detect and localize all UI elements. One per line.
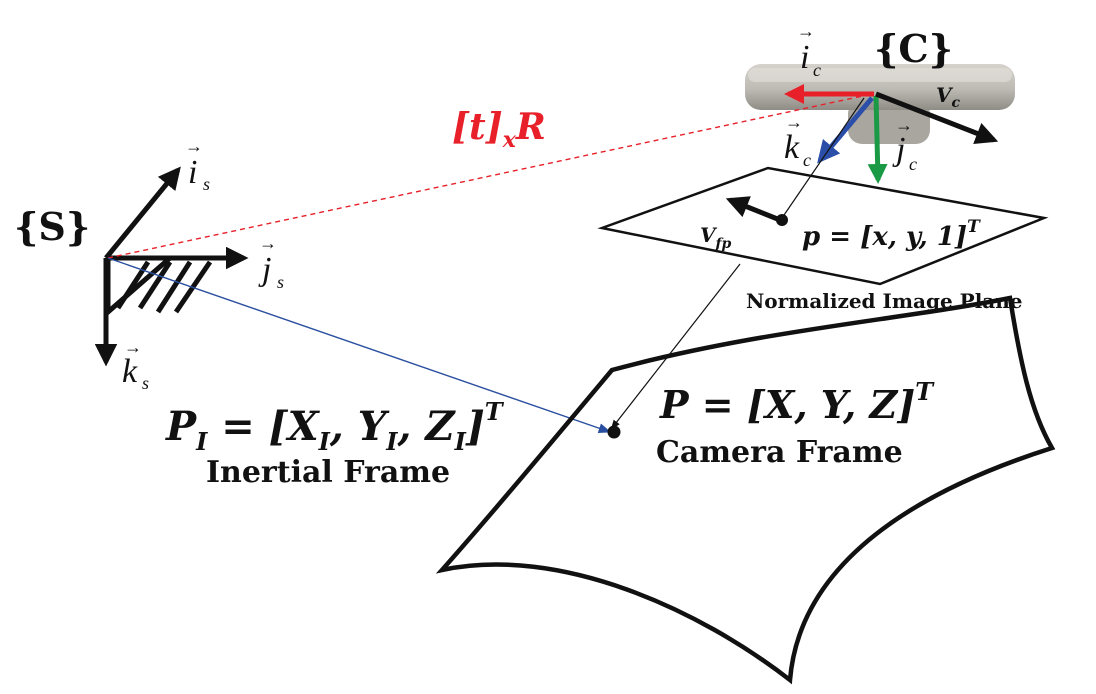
- svg-text:→: →: [785, 112, 803, 132]
- image-point-p: [776, 214, 788, 226]
- hatch-line: [155, 260, 193, 314]
- inertial-frame-axes: [94, 166, 249, 367]
- projection-ray-upper: [781, 97, 865, 219]
- camera-frame-caption: Camera Frame: [656, 435, 903, 470]
- transform-dashed-line: [107, 93, 873, 259]
- velocity-vc-arrow: [875, 91, 999, 144]
- svg-text:k: k: [784, 129, 800, 166]
- svg-text:i: i: [188, 154, 197, 191]
- label-k-c: k → c: [784, 112, 811, 170]
- world-point-P: [607, 425, 621, 439]
- axis-i-s: [104, 166, 181, 260]
- inertial-point-label: PI = [XI, YI, ZI]T: [165, 397, 505, 456]
- svg-text:→: →: [797, 21, 815, 41]
- hatch-line: [137, 260, 173, 310]
- axis-j-c: [867, 95, 888, 184]
- label-i-c: i → c: [797, 21, 821, 80]
- svg-text:i: i: [800, 39, 809, 76]
- velocity-vfp-arrow: [725, 196, 781, 223]
- svg-text:→: →: [185, 136, 203, 156]
- label-i-s: i → s: [185, 136, 210, 194]
- svg-text:s: s: [142, 373, 149, 393]
- camera-device: [745, 64, 1015, 144]
- svg-text:j: j: [258, 251, 271, 288]
- svg-text:→: →: [259, 233, 277, 253]
- projection-ray-lower: [610, 263, 741, 430]
- label-j-s: j → s: [258, 233, 284, 292]
- label-j-c: j → c: [892, 115, 917, 174]
- svg-text:c: c: [803, 150, 811, 170]
- svg-text:→: →: [895, 115, 913, 135]
- velocity-vfp-label: Vfp: [700, 223, 732, 252]
- inertial-to-point-line: [107, 257, 612, 434]
- inertial-frame-symbol: {S}: [14, 204, 90, 249]
- svg-text:j: j: [892, 131, 905, 168]
- label-k-s: k → s: [122, 337, 149, 393]
- camera-stand: [848, 100, 930, 144]
- svg-text:s: s: [277, 272, 284, 292]
- velocity-vc-label: Vc: [936, 83, 961, 111]
- svg-text:k: k: [122, 353, 138, 390]
- svg-text:[t]xR: [t]xR: [452, 106, 546, 153]
- camera-highlight: [748, 68, 1012, 82]
- surface-outline: [435, 295, 1056, 685]
- camera-point-label: P = [X, Y, Z]T: [659, 377, 935, 427]
- inertial-frame-caption: Inertial Frame: [206, 455, 450, 490]
- svg-text:s: s: [203, 174, 210, 194]
- svg-text:c: c: [909, 154, 917, 174]
- normalized-plane-caption: Normalized Image Plane: [746, 289, 1023, 313]
- svg-text:→: →: [124, 337, 142, 357]
- image-point-label: p = [x, y, 1]T: [802, 217, 981, 252]
- svg-text:c: c: [813, 60, 821, 80]
- transform-label: [t]xR: [452, 106, 546, 153]
- camera-frame-symbol: {C}: [874, 26, 953, 71]
- normalized-image-plane: [597, 166, 1049, 286]
